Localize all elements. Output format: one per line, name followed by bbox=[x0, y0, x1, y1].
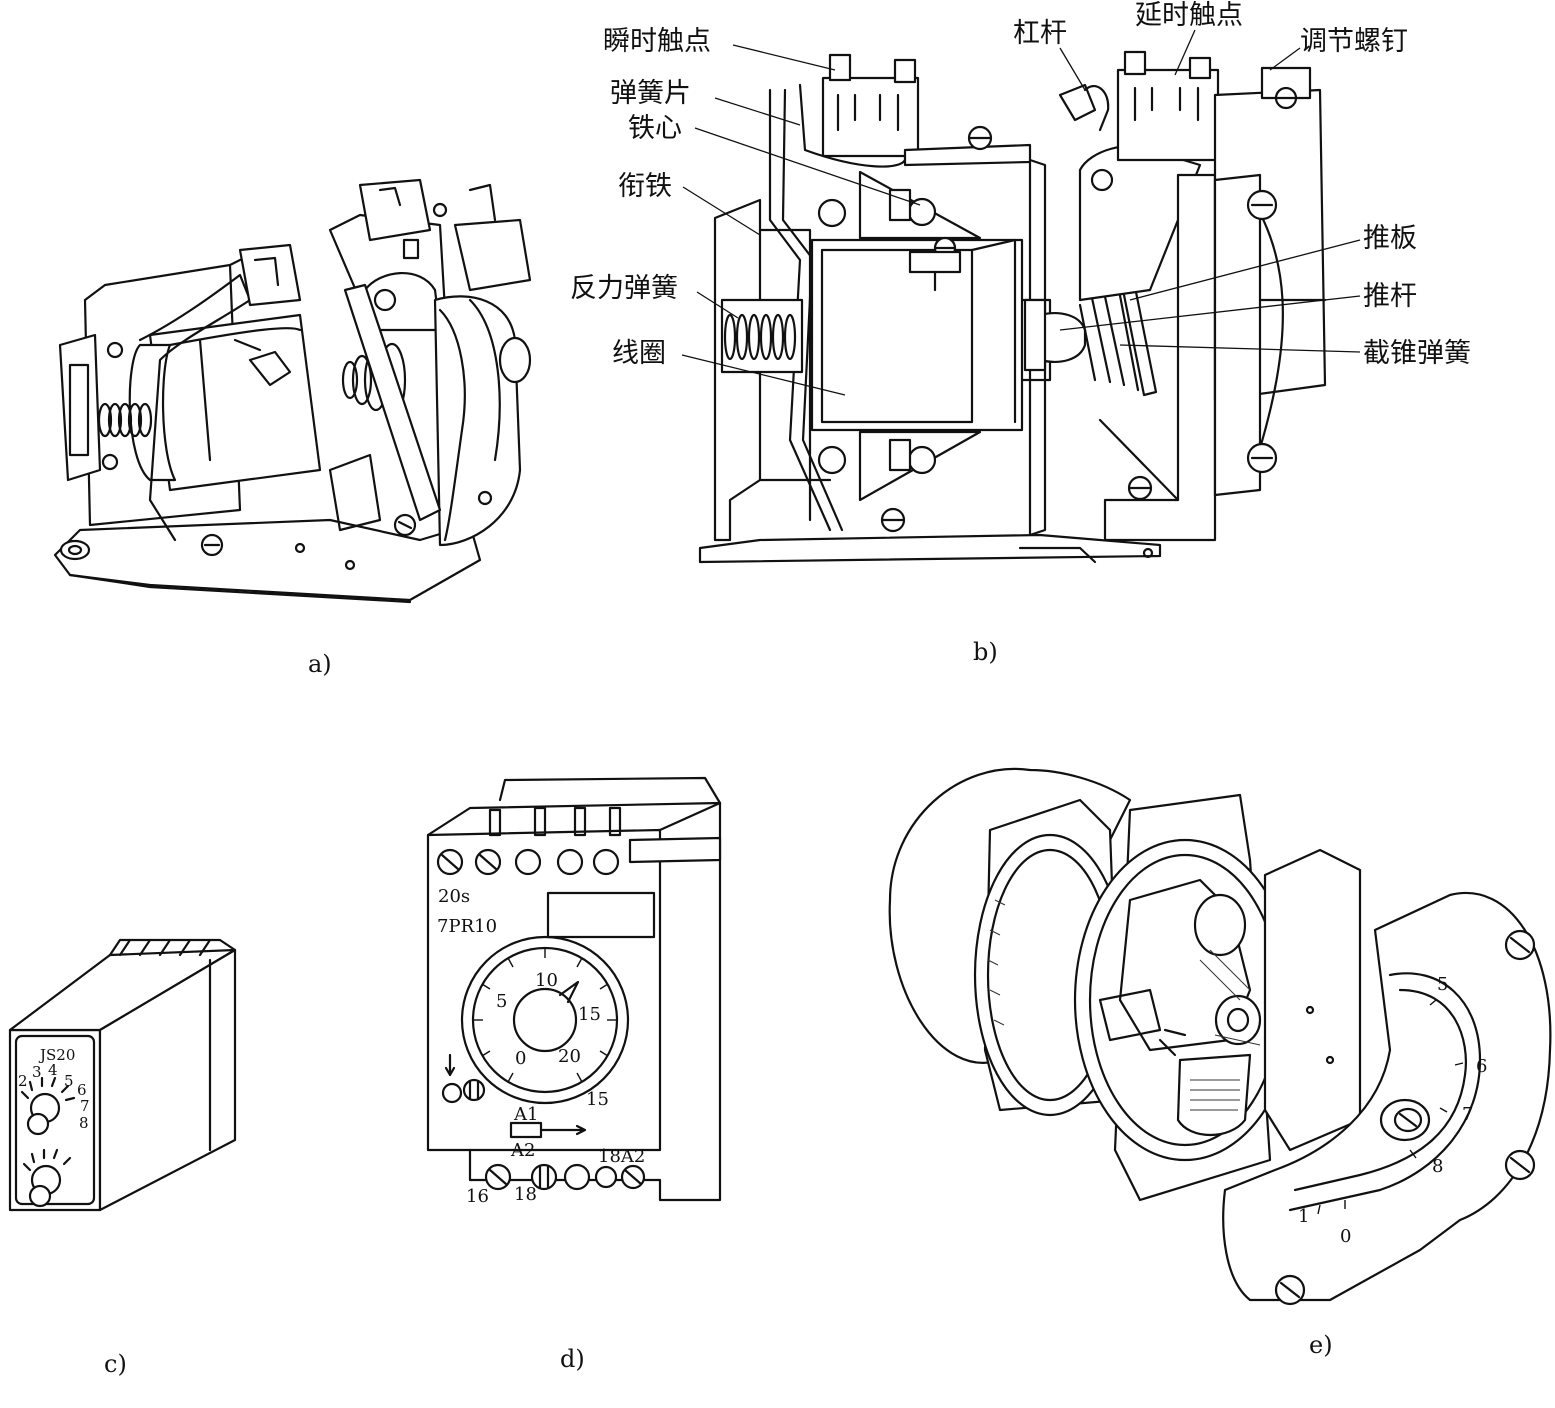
relay-e-drawing bbox=[888, 767, 1552, 1306]
e-mark-8: 8 bbox=[1432, 1156, 1443, 1177]
d-range: 20s bbox=[438, 886, 470, 907]
relay-d-drawing bbox=[426, 776, 722, 1202]
label-instant-contact: 瞬时触点 bbox=[603, 26, 711, 57]
d-terminal-a1: A1 bbox=[513, 1104, 538, 1125]
label-iron-core: 铁心 bbox=[628, 113, 682, 144]
d-mark-20: 20 bbox=[558, 1046, 581, 1067]
captions: a) b) c) d) e) bbox=[104, 638, 1333, 1378]
relay-a-drawing bbox=[53, 178, 532, 604]
label-adjust-screw: 调节螺钉 bbox=[1300, 26, 1408, 57]
d-mark-10: 10 bbox=[535, 970, 558, 991]
e-mark-5: 5 bbox=[1437, 974, 1448, 995]
label-spring-plate: 弹簧片 bbox=[610, 78, 691, 109]
c-mark-5: 5 bbox=[64, 1072, 74, 1090]
d-mark-15b: 15 bbox=[586, 1089, 609, 1110]
label-coil: 线圈 bbox=[612, 338, 666, 369]
d-terminal-a2: A2 bbox=[510, 1140, 535, 1161]
c-mark-2: 2 bbox=[18, 1072, 28, 1090]
device-c-text: JS20 2 3 4 5 6 7 8 bbox=[18, 1046, 90, 1132]
d-terminal-18: 18 bbox=[514, 1184, 537, 1205]
d-terminal-18a2: 18A2 bbox=[598, 1146, 645, 1167]
c-mark-7: 7 bbox=[80, 1097, 90, 1115]
device-d-text: 20s 7PR10 10 5 15 0 20 15 A1 A2 18A2 16 … bbox=[437, 886, 645, 1207]
d-mark-0: 0 bbox=[515, 1048, 526, 1069]
d-terminal-16: 16 bbox=[466, 1186, 489, 1207]
label-reaction-spring: 反力弹簧 bbox=[570, 273, 678, 304]
c-model: JS20 bbox=[38, 1046, 75, 1064]
d-mark-5: 5 bbox=[496, 991, 507, 1012]
caption-b: b) bbox=[973, 638, 998, 666]
label-conical-spring: 截锥弹簧 bbox=[1363, 338, 1471, 369]
c-mark-6: 6 bbox=[77, 1081, 87, 1099]
c-mark-4: 4 bbox=[48, 1061, 58, 1079]
label-push-rod: 推杆 bbox=[1363, 281, 1417, 312]
label-armature: 衔铁 bbox=[618, 171, 672, 202]
e-mark-0: 0 bbox=[1340, 1226, 1351, 1247]
device-e-text: 5 6 7 8 1 0 bbox=[1298, 974, 1487, 1247]
e-mark-6: 6 bbox=[1476, 1056, 1487, 1077]
d-mark-15: 15 bbox=[578, 1004, 601, 1025]
labels-b: 瞬时触点 弹簧片 铁心 衔铁 反力弹簧 线圈 杠杆 延时触点 调节螺钉 推板 推… bbox=[570, 0, 1471, 369]
d-model: 7PR10 bbox=[437, 916, 497, 937]
c-mark-8: 8 bbox=[79, 1114, 89, 1132]
caption-c: c) bbox=[104, 1350, 127, 1378]
label-delay-contact: 延时触点 bbox=[1135, 0, 1243, 31]
label-lever: 杠杆 bbox=[1013, 18, 1067, 49]
relay-c-drawing bbox=[8, 938, 237, 1212]
caption-a: a) bbox=[308, 650, 332, 678]
e-mark-7: 7 bbox=[1462, 1104, 1473, 1125]
caption-d: d) bbox=[560, 1345, 585, 1373]
caption-e: e) bbox=[1309, 1331, 1333, 1359]
e-mark-1: 1 bbox=[1298, 1206, 1309, 1227]
label-push-plate: 推板 bbox=[1363, 223, 1417, 254]
relay-b-drawing bbox=[681, 29, 1361, 564]
c-mark-3: 3 bbox=[32, 1063, 42, 1081]
